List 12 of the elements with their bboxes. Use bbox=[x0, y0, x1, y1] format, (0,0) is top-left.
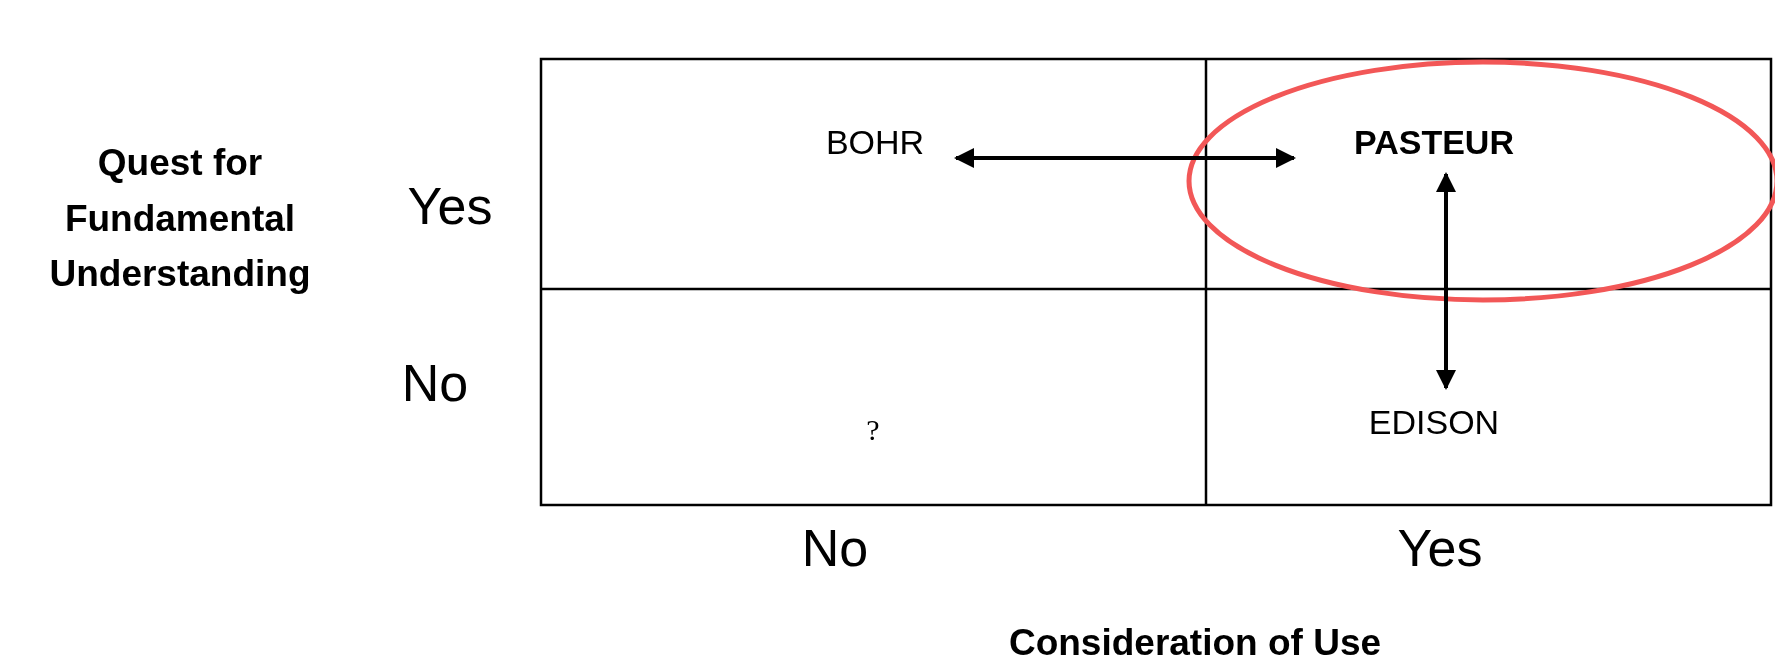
axis-title: Consideration of Use bbox=[1007, 621, 1383, 665]
double-arrow bbox=[954, 148, 1296, 168]
quadrant-label: PASTEUR bbox=[1300, 122, 1568, 162]
axis-value: Yes bbox=[1396, 520, 1484, 578]
axis-value: No bbox=[800, 520, 870, 578]
axis-value: No bbox=[400, 355, 470, 413]
axis-title: Quest for Fundamental Understanding bbox=[48, 141, 312, 296]
quadrant-label: ? bbox=[773, 400, 973, 460]
axis-value: Yes bbox=[406, 178, 494, 236]
double-arrow bbox=[1436, 172, 1456, 390]
quadrant-label: BOHR bbox=[800, 122, 950, 162]
quadrant-label: EDISON bbox=[1334, 402, 1534, 442]
